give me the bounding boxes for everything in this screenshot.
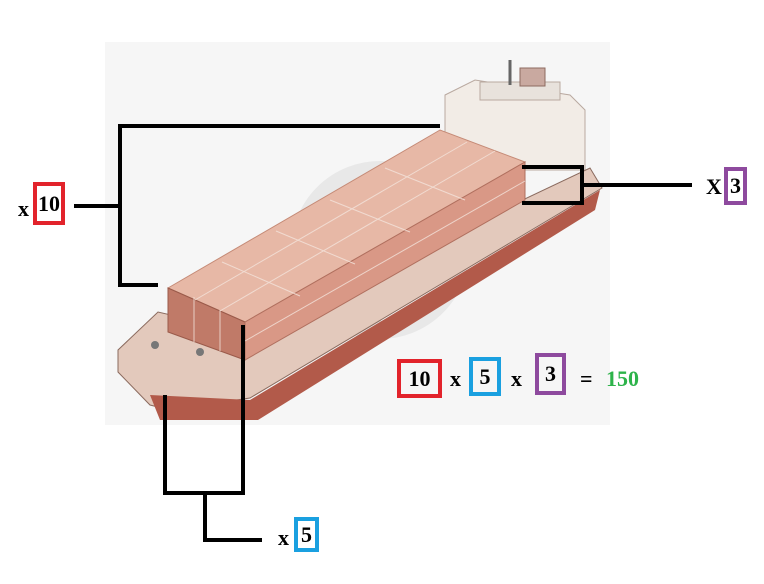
- equation-layers: 3: [535, 353, 566, 395]
- layers-multiplier-x: X: [706, 174, 722, 199]
- equation-equals: =: [580, 366, 593, 391]
- container-stack: [166, 129, 527, 361]
- columns-count-box: 5: [294, 517, 319, 552]
- equation-times-2: x: [511, 366, 522, 391]
- layers-count-box: 3: [724, 167, 747, 205]
- columns-multiplier-x: x: [278, 525, 289, 550]
- rows-count-box: 10: [33, 182, 65, 225]
- equation-times-1: x: [450, 366, 461, 391]
- equation-rows: 10: [397, 359, 442, 398]
- rows-multiplier-x: x: [18, 196, 29, 221]
- equation-columns: 5: [469, 357, 501, 396]
- columns-leader: [203, 493, 262, 542]
- equation-result: 150: [606, 366, 639, 391]
- measurement-brackets: [74, 124, 692, 542]
